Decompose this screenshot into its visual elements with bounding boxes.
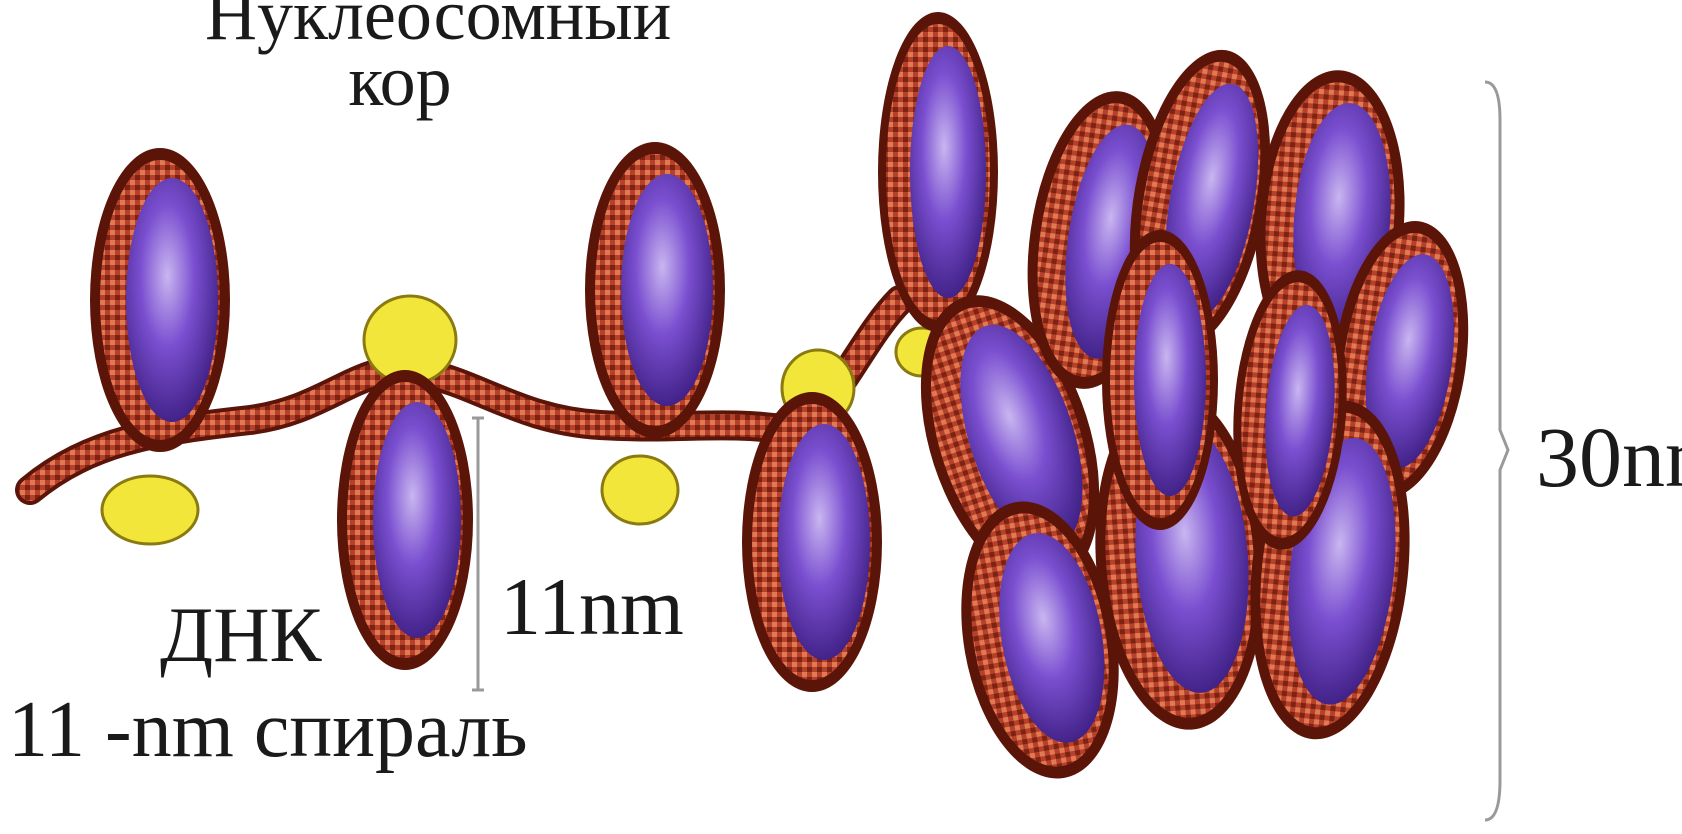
helix-11nm-label: 11 -nm спираль: [8, 690, 528, 770]
width-11nm-label: 11nm: [500, 566, 684, 648]
width-30nm-label: 30nm: [1536, 414, 1682, 500]
nucleosome-core-label: Нуклеосомный кор: [205, 0, 595, 114]
dimension-bracket-11nm: [472, 418, 484, 690]
dimension-bracket-30nm: [1485, 82, 1508, 820]
nucleosome-core-label-line2: кор: [205, 48, 595, 114]
dna-label: ДНК: [160, 596, 322, 674]
